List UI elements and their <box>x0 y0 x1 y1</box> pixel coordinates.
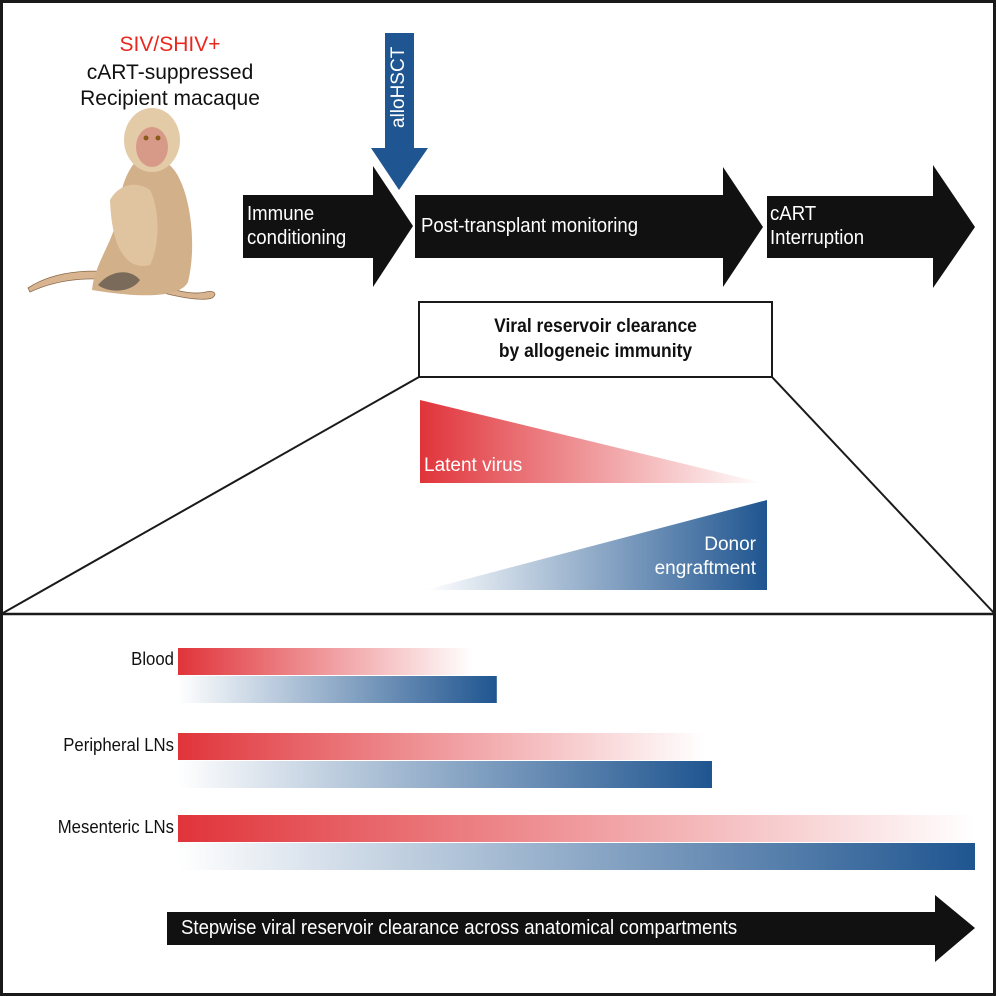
timeline-arrow-monitoring <box>415 167 763 287</box>
focus-box <box>418 301 773 378</box>
macaque-hand <box>98 272 140 291</box>
macaque-eye-left <box>143 135 149 141</box>
zoom-line-left <box>2 376 420 614</box>
focus-box-line1: Viral reservoir clearance <box>494 316 697 337</box>
macaque-eye-right <box>155 135 161 141</box>
step-interruption-line2: Interruption <box>770 227 865 249</box>
donor-bar-blood <box>178 676 497 703</box>
infection-status-label: SIV/SHIV+ <box>119 33 221 56</box>
compartment-label-mesenteric: Mesenteric LNs <box>57 817 174 837</box>
step-interruption-label: cART Interruption <box>770 202 864 250</box>
subject-line-1: cART-suppressed <box>86 61 254 84</box>
donor-engraftment-line2: engraftment <box>654 558 756 579</box>
transplant-arrow-label: alloHSCT <box>388 46 409 128</box>
compartment-label-peripheral: Peripheral LNs <box>63 735 175 755</box>
donor-engraftment-label: Donor engraftment <box>600 533 756 581</box>
subject-line-2: Recipient macaque <box>80 87 260 110</box>
step-monitoring-label: Post-transplant monitoring <box>421 215 639 237</box>
donor-engraftment-triangle <box>425 500 767 590</box>
macaque-face <box>136 127 168 167</box>
virus-bar-peripheral-lns <box>178 733 705 760</box>
step-interruption-line1: cART <box>770 203 817 225</box>
donor-bar-mesenteric-lns <box>178 843 975 870</box>
timeline-arrow-conditioning <box>243 166 413 287</box>
focus-box-title: Viral reservoir clearance by allogeneic … <box>433 314 758 364</box>
macaque-chest <box>110 184 158 266</box>
step-conditioning-line2: conditioning <box>247 227 347 249</box>
footer-arrow <box>167 895 975 962</box>
donor-engraftment-line1: Donor <box>704 534 756 555</box>
macaque-illustration <box>27 108 216 300</box>
transplant-arrow <box>371 33 428 190</box>
donor-bar-peripheral-lns <box>178 761 712 788</box>
zoom-line-right <box>771 376 995 614</box>
latent-virus-label: Latent virus <box>424 455 523 476</box>
compartment-label-blood: Blood <box>131 649 174 669</box>
virus-bar-mesenteric-lns <box>178 815 975 842</box>
virus-bar-blood <box>178 648 473 675</box>
step-conditioning-label: Immune conditioning <box>247 202 346 250</box>
latent-virus-triangle <box>420 400 763 483</box>
footer-arrow-label: Stepwise viral reservoir clearance acros… <box>181 917 738 939</box>
timeline-arrow-interruption <box>767 165 975 288</box>
step-conditioning-line1: Immune <box>247 203 315 225</box>
focus-box-line2: by allogeneic immunity <box>498 341 693 362</box>
compartment-bars <box>178 648 975 870</box>
